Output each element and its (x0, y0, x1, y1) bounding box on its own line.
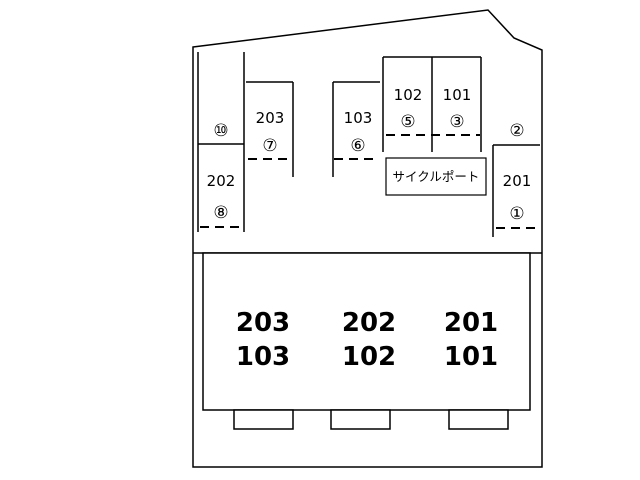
space-number: ⑩ (213, 121, 228, 141)
space-number: ③ (449, 112, 464, 132)
unit-upper: 203 (236, 308, 290, 338)
space-number: ⑤ (400, 112, 415, 132)
cycle-port-label: サイクルポート (393, 169, 480, 184)
unit-lower: 102 (342, 342, 396, 372)
space-unit: 101 (443, 86, 472, 104)
parking-space-6: 103 ⑥ (344, 109, 373, 156)
building-unit-column: 203 103 (236, 308, 290, 372)
space-number: ⑥ (350, 136, 365, 156)
parking-space-3: 101 ③ (443, 86, 472, 132)
parking-lines (197, 52, 540, 237)
building (202, 252, 531, 430)
parking-space-7: 203 ⑦ (256, 109, 285, 156)
space-number: ⑦ (262, 136, 277, 156)
space-unit: 201 (503, 172, 532, 190)
unit-lower: 101 (444, 342, 498, 372)
space-unit: 203 (256, 109, 285, 127)
building-step (233, 409, 294, 430)
space-unit: 102 (394, 86, 423, 104)
space-unit: 103 (344, 109, 373, 127)
cycle-port: サイクルポート (385, 157, 487, 196)
unit-upper: 202 (342, 308, 396, 338)
space-number: ① (509, 204, 524, 224)
building-unit-column: 201 101 (444, 308, 498, 372)
parking-space-5: 102 ⑤ (394, 86, 423, 132)
parking-space-10: ⑩ (213, 121, 228, 141)
space-number: ② (509, 121, 524, 141)
parking-space-8: 202 ⑧ (207, 172, 236, 223)
unit-lower: 103 (236, 342, 290, 372)
space-number: ⑧ (213, 203, 228, 223)
space-unit: 202 (207, 172, 236, 190)
unit-upper: 201 (444, 308, 498, 338)
building-unit-column: 202 102 (342, 308, 396, 372)
parking-space-2: ② (509, 121, 524, 141)
building-step (448, 409, 509, 430)
parking-space-1: 201 ① (503, 172, 532, 224)
building-step (330, 409, 391, 430)
site-boundary (192, 9, 543, 468)
